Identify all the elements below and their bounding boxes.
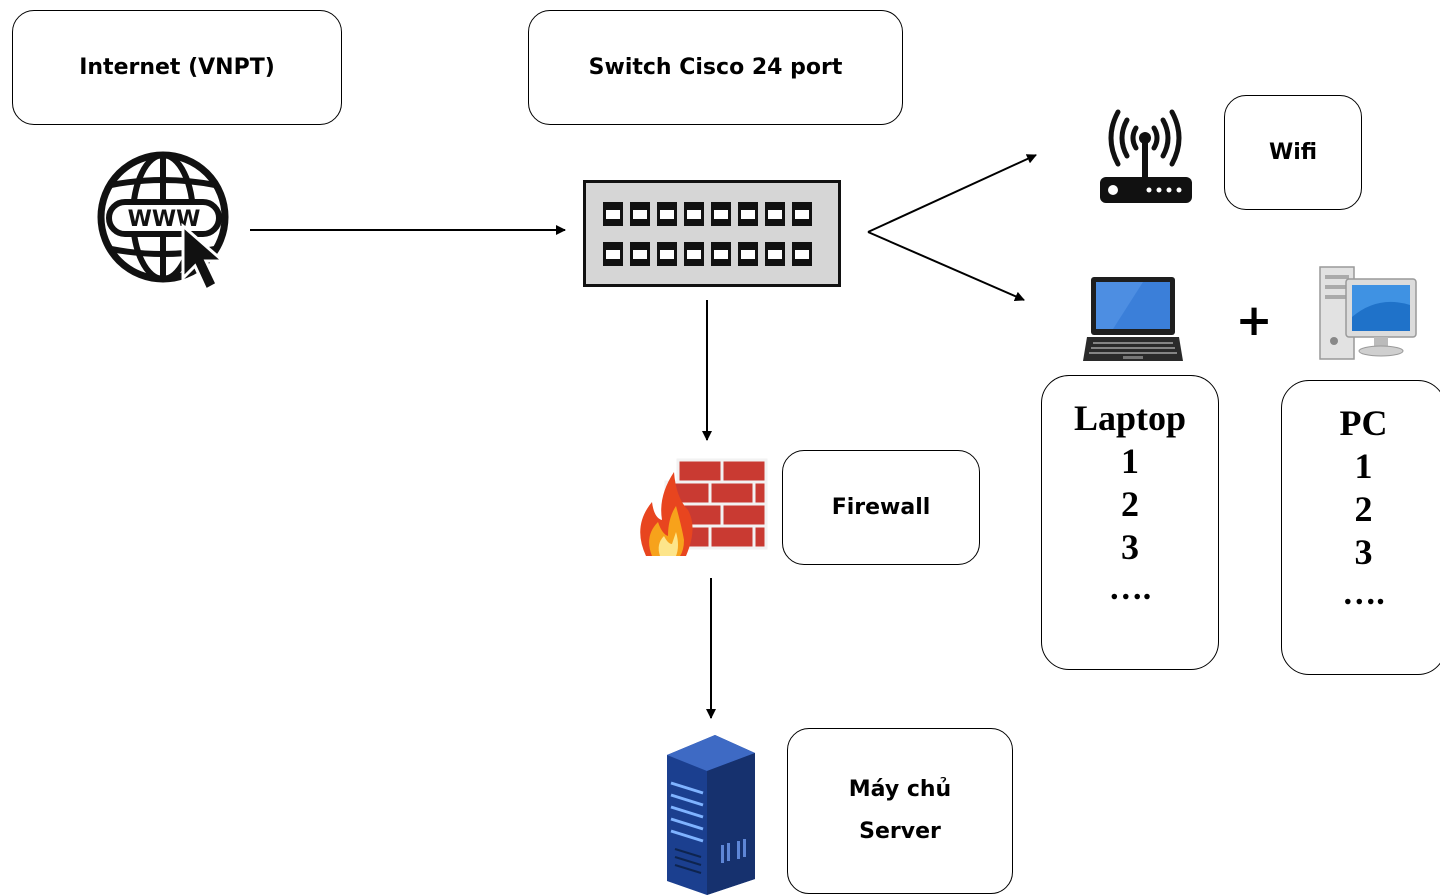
laptop-icon [1083, 277, 1183, 361]
internet-label: Internet (VNPT) [79, 55, 275, 80]
desktop-pc-icon [1319, 266, 1417, 360]
laptop-list-more: …. [1108, 570, 1152, 607]
server-label-line1: Máy chủ [848, 777, 952, 802]
server-label-line2: Server [859, 819, 941, 844]
server-icon [667, 735, 755, 895]
laptop-list-item: 2 [1121, 484, 1139, 524]
firewall-label-box: Firewall [782, 450, 980, 565]
laptop-list-item: 1 [1121, 441, 1139, 481]
firewall-icon [640, 458, 768, 556]
switch-label-box: Switch Cisco 24 port [528, 10, 903, 125]
pc-list-item: 1 [1354, 446, 1373, 486]
switch-icon [583, 180, 841, 287]
firewall-label: Firewall [831, 495, 931, 520]
server-label-box: Máy chủ Server [787, 728, 1013, 894]
pc-list-item: 2 [1354, 489, 1373, 529]
globe-www-icon: WWW [97, 151, 229, 293]
www-text: WWW [128, 207, 201, 232]
arrow-switch-to-wifi [867, 154, 1037, 233]
laptop-list-box: Laptop 1 2 3 …. [1041, 375, 1219, 670]
switch-label: Switch Cisco 24 port [588, 55, 843, 80]
wifi-label-box: Wifi [1224, 95, 1362, 210]
internet-label-box: Internet (VNPT) [12, 10, 342, 125]
plus-icon: + [1235, 295, 1273, 346]
wifi-label: Wifi [1268, 140, 1318, 165]
arrow-switch-to-clients [867, 231, 1025, 301]
laptop-list-item: 3 [1121, 527, 1139, 567]
pc-list-title: PC [1339, 403, 1388, 443]
laptop-list-title: Laptop [1073, 398, 1187, 438]
wifi-router-icon [1100, 109, 1192, 203]
pc-list-more: …. [1342, 575, 1385, 612]
pc-list-box: PC 1 2 3 …. [1281, 380, 1440, 675]
pc-list-item: 3 [1354, 532, 1373, 572]
